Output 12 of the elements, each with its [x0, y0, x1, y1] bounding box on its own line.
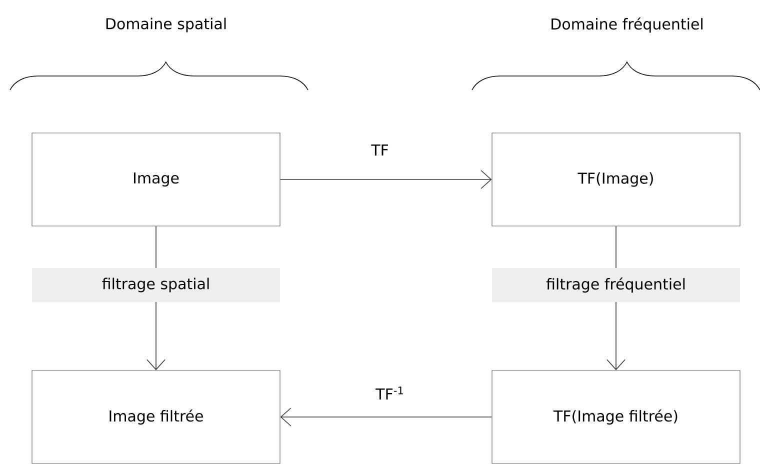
arrow [280, 408, 492, 426]
process-box: TF(Image filtrée) [492, 370, 740, 464]
edge-label: TF$^{-1}$ [374, 384, 406, 402]
edge-label: filtrage spatial [32, 268, 280, 302]
heading: Domaine spatial [106, 18, 226, 32]
process-box: TF(Image) [492, 132, 740, 226]
edge-label: filtrage fréquentiel [492, 268, 740, 302]
edge-label: TF [369, 142, 391, 158]
process-box: Image filtrée [32, 370, 280, 464]
heading: Domaine fréquentiel [552, 17, 702, 33]
process-box: Image [32, 132, 280, 226]
arrow [280, 170, 492, 189]
